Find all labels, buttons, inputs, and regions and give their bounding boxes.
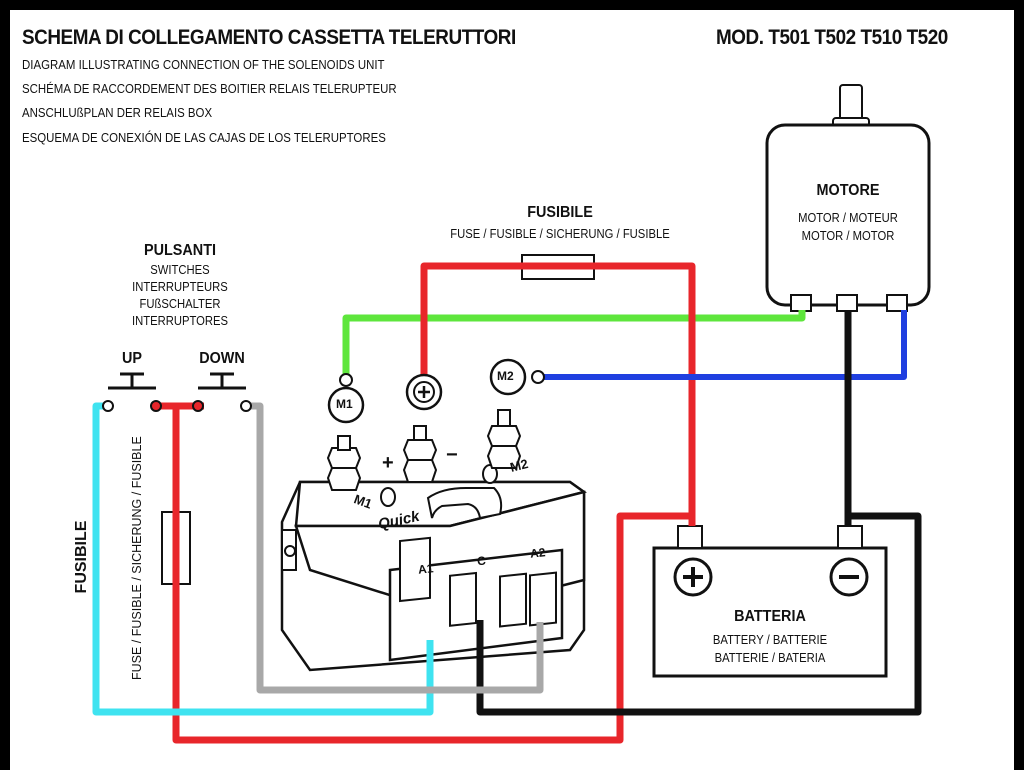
- switches-line-3: FUßSCHALTER: [139, 297, 221, 311]
- subtitle-es: ESQUEMA DE CONEXIÓN DE LAS CAJAS DE LOS …: [22, 130, 386, 145]
- motor-line-2: MOTOR / MOTOR: [801, 229, 895, 243]
- diagram-title: SCHEMA DI COLLEGAMENTO CASSETTA TELERUTT…: [22, 26, 516, 49]
- model-label: MOD. T501 T502 T510 T520: [716, 26, 948, 49]
- wiring-drawing: [92, 84, 931, 744]
- motor-title: MOTORE: [816, 182, 880, 199]
- terminal-m1-post: [326, 435, 362, 491]
- switches-line-1: SWITCHES: [150, 263, 210, 277]
- black-wire-ground: [476, 512, 922, 716]
- blue-wire: [534, 310, 907, 380]
- connector-a1-label: A1: [417, 561, 435, 577]
- green-wire: [342, 310, 806, 380]
- up-switch-symbol: [108, 372, 156, 390]
- battery-line-2: BATTERIE / BATERIA: [714, 651, 826, 665]
- down-switch-symbol: [198, 372, 246, 390]
- connector-a2-label: A2: [529, 545, 547, 561]
- switches-line-4: INTERRUPTORES: [131, 314, 229, 328]
- minus-mark: −: [446, 444, 458, 466]
- switches-title: PULSANTI: [144, 242, 216, 259]
- subtitle-en: DIAGRAM ILLUSTRATING CONNECTION OF THE S…: [22, 57, 385, 72]
- solenoid-box: [280, 409, 587, 672]
- motor-component: [765, 84, 931, 312]
- connector-c-label: C: [476, 553, 487, 569]
- left-fuse-title: FUSIBILE: [73, 520, 90, 594]
- up-switch-label: UP: [121, 350, 142, 367]
- terminal-m1-badge: [327, 386, 365, 424]
- red-wire-top: [420, 262, 696, 526]
- wiring-diagram: SCHEMA DI COLLEGAMENTO CASSETTA TELERUTT…: [10, 10, 1014, 770]
- subtitle-de: ANSCHLUßPLAN DER RELAIS BOX: [22, 105, 213, 120]
- battery-component: [652, 525, 888, 678]
- badge-m2-label: M2: [497, 369, 514, 383]
- left-fuse-subtitle: FUSE / FUSIBLE / SICHERUNG / FUSIBLE: [130, 436, 144, 680]
- down-switch-label: DOWN: [199, 350, 245, 367]
- switches-line-2: INTERRUPTEURS: [132, 280, 228, 294]
- motor-line-1: MOTOR / MOTEUR: [798, 211, 898, 225]
- top-fuse-title: FUSIBILE: [527, 204, 593, 221]
- battery-title: BATTERIA: [734, 608, 806, 625]
- terminal-m2-post: [486, 409, 522, 469]
- plus-mark: +: [382, 452, 394, 474]
- badge-m1-label: M1: [336, 397, 353, 411]
- terminal-plus-post: [402, 425, 438, 483]
- gray-wire: [248, 402, 544, 694]
- subtitle-fr: SCHÉMA DE RACCORDEMENT DES BOITIER RELAI…: [22, 81, 397, 96]
- terminal-m2-badge: [489, 358, 527, 396]
- top-fuse-subtitle: FUSE / FUSIBLE / SICHERUNG / FUSIBLE: [450, 227, 670, 241]
- battery-line-1: BATTERY / BATTERIE: [712, 633, 828, 647]
